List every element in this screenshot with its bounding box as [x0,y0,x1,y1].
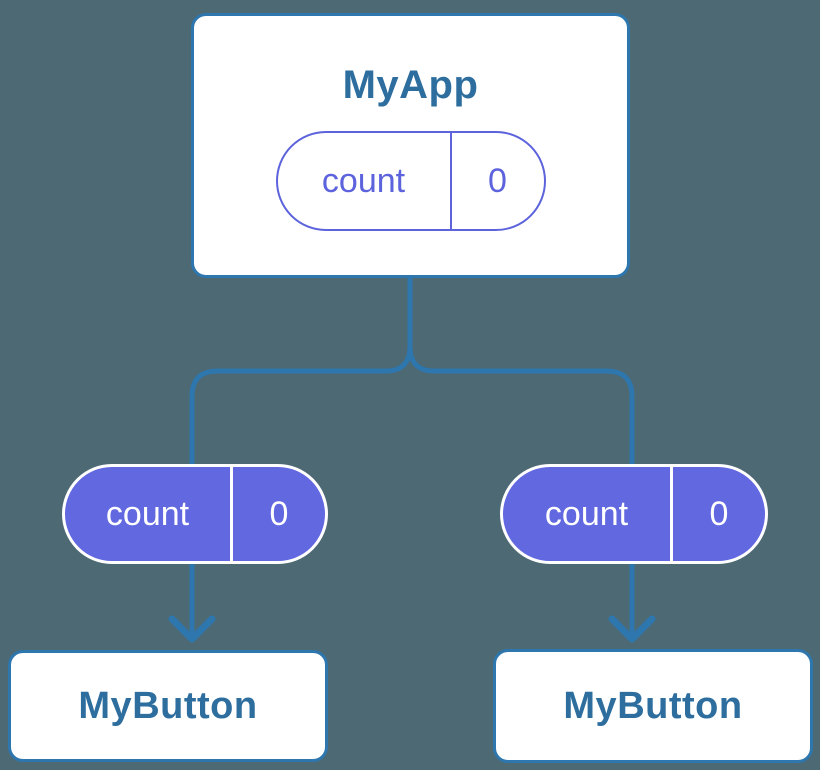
state-pill-name: count [321,161,406,200]
prop-pill-left: count 0 [62,464,328,564]
mybutton-node-left: MyButton [8,650,328,762]
mybutton-right-title: MyButton [563,684,743,727]
myapp-node: MyApp count 0 [191,13,630,278]
prop-pill-left-value: 0 [230,467,325,561]
state-pill-value: 0 [449,133,544,229]
connector-left-branch [189,343,413,639]
myapp-title: MyApp [342,63,479,107]
prop-pill-right-name: count [544,494,629,533]
arrowhead-left-icon [168,615,216,643]
mybutton-node-right: MyButton [493,649,813,763]
prop-pill-right-value: 0 [670,467,765,561]
prop-pill-left-name: count [105,494,190,533]
prop-pill-right: count 0 [500,464,768,564]
connector-right-branch [407,343,635,639]
state-pill: count 0 [275,131,546,231]
mybutton-left-title: MyButton [78,684,258,727]
arrowhead-right-icon [608,615,656,643]
